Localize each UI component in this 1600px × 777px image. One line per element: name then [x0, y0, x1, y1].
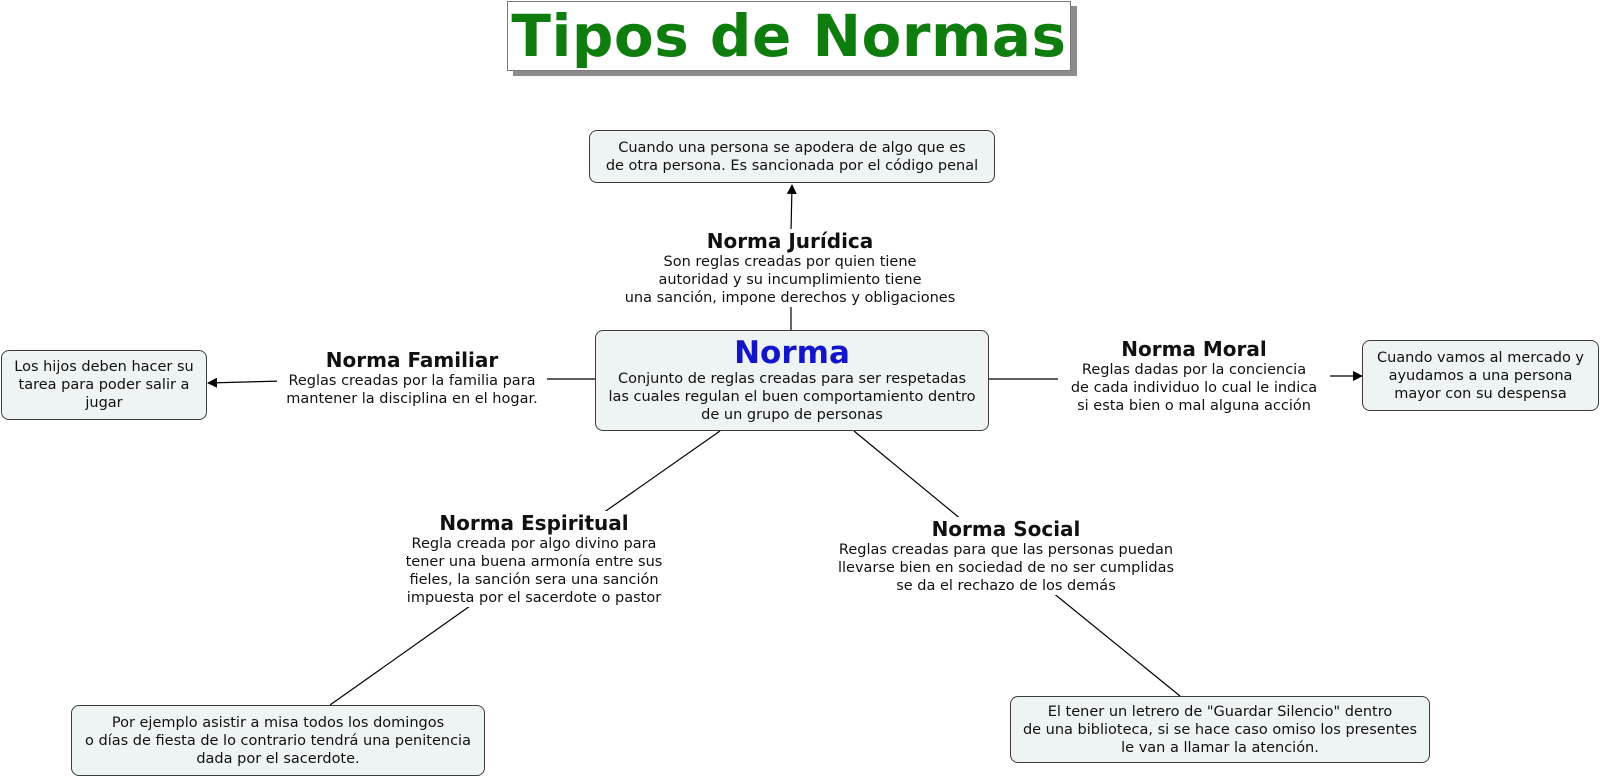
espiritual-description-line: tener una buena armonía entre sus: [405, 554, 663, 570]
link-espiritual-example: [329, 605, 471, 706]
familiar-example-box: Los hijos deben hacer su tarea para pode…: [1, 350, 207, 420]
moral-label: Norma Moral: [1121, 337, 1267, 361]
familiar-description-line: mantener la disciplina en el hogar.: [286, 391, 538, 407]
diagram-title: Tipos de Normas: [511, 2, 1067, 70]
moral-concept: Norma Moral Reglas dadas por la concienc…: [1058, 337, 1330, 415]
juridica-description-line: autoridad y su incumplimiento tiene: [658, 272, 922, 288]
moral-example-line: ayudamos a una persona: [1388, 367, 1573, 384]
title-box: Tipos de Normas: [507, 1, 1071, 71]
espiritual-concept: Norma Espiritual Regla creada por algo d…: [398, 511, 670, 607]
norma-description-line: las cuales regulan el buen comportamient…: [608, 388, 976, 405]
espiritual-description-line: Regla creada por algo divino para: [411, 536, 657, 552]
espiritual-example-line: o días de fiesta de lo contrario tendrá …: [85, 732, 471, 749]
arrow-familiar-example: [207, 377, 284, 388]
juridica-example-box: Cuando una persona se apodera de algo qu…: [589, 130, 995, 183]
juridica-description-line: Son reglas creadas por quien tiene: [663, 254, 917, 270]
espiritual-example-line: dada por el sacerdote.: [196, 750, 360, 767]
norma-description-line: Conjunto de reglas creadas para ser resp…: [617, 370, 967, 387]
juridica-label: Norma Jurídica: [706, 229, 874, 253]
juridica-example-line: Cuando una persona se apodera de algo qu…: [618, 139, 966, 156]
moral-example-box: Cuando vamos al mercado y ayudamos a una…: [1362, 340, 1599, 411]
social-description-line: Reglas creadas para que las personas pue…: [838, 542, 1174, 558]
familiar-label: Norma Familiar: [325, 348, 499, 372]
link-center-social: [853, 430, 963, 521]
moral-description-line: de cada individuo lo cual le indica: [1070, 380, 1318, 396]
familiar-example-line: jugar: [85, 395, 123, 411]
espiritual-label: Norma Espiritual: [439, 511, 629, 535]
social-description-line: se da el rechazo de los demás: [896, 578, 1116, 594]
social-example-line: de una biblioteca, si se hace caso omiso…: [1022, 721, 1418, 738]
link-social-example: [1051, 591, 1181, 697]
juridica-example-line: de otra persona. Es sancionada por el có…: [605, 157, 979, 174]
social-example-line: El tener un letrero de "Guardar Silencio…: [1047, 703, 1393, 720]
familiar-description-line: Reglas creadas por la familia para: [288, 373, 536, 389]
social-label: Norma Social: [931, 517, 1081, 541]
espiritual-description-line: impuesta por el sacerdote o pastor: [406, 590, 662, 606]
familiar-concept: Norma Familiar Reglas creadas por la fam…: [277, 348, 547, 408]
familiar-example-line: tarea para poder salir a: [18, 377, 190, 393]
familiar-example-line: Los hijos deben hacer su: [14, 359, 194, 375]
moral-example-line: mayor con su despensa: [1394, 385, 1567, 402]
social-example-line: le van a llamar la atención.: [1121, 739, 1319, 756]
espiritual-example-box: Por ejemplo asistir a misa todos los dom…: [71, 705, 485, 776]
juridica-description-line: una sanción, impone derechos y obligacio…: [624, 290, 956, 306]
social-example-box: El tener un letrero de "Guardar Silencio…: [1010, 696, 1430, 763]
social-description-line: llevarse bien en sociedad de no ser cump…: [837, 560, 1175, 576]
norma-center-box: Norma Conjunto de reglas creadas para se…: [595, 330, 989, 431]
moral-example-line: Cuando vamos al mercado y: [1376, 349, 1585, 366]
espiritual-description-line: fieles, la sanción sera una sanción: [409, 572, 659, 588]
moral-description-line: si esta bien o mal alguna acción: [1077, 398, 1311, 414]
norma-label: Norma: [734, 334, 850, 371]
norma-description-line: de un grupo de personas: [701, 406, 883, 423]
link-center-espiritual: [602, 430, 721, 514]
espiritual-example-line: Por ejemplo asistir a misa todos los dom…: [111, 714, 445, 731]
arrow-juridica-example: [786, 184, 797, 233]
social-concept: Norma Social Reglas creadas para que las…: [830, 517, 1182, 595]
juridica-concept: Norma Jurídica Son reglas creadas por qu…: [610, 229, 970, 307]
moral-description-line: Reglas dadas por la conciencia: [1081, 362, 1307, 378]
